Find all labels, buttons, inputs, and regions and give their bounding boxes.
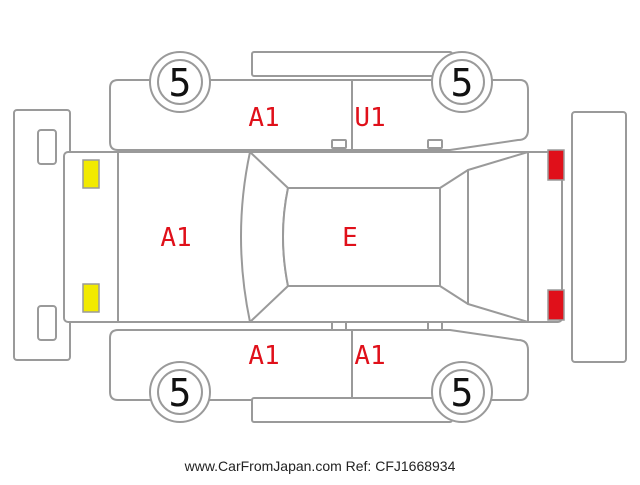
roof-panel (282, 187, 441, 287)
body-top-view (63, 151, 563, 323)
tire-grade-front-right: 5 (169, 371, 192, 415)
code-rear-door-bottom: A1 (354, 341, 385, 371)
tire-front-left (149, 51, 211, 113)
tailgate-panel (467, 151, 529, 323)
headlamp-right (82, 283, 100, 313)
headlamp-left (82, 159, 100, 189)
code-rear-door-top: U1 (354, 103, 385, 133)
bottom-sill (251, 397, 453, 423)
tire-rear-right (431, 361, 493, 423)
front-bumper (13, 109, 71, 361)
taillamp-left (547, 149, 565, 181)
tire-rear-left (431, 51, 493, 113)
top-sill (251, 51, 453, 77)
code-hood: A1 (160, 223, 191, 253)
tire-grade-front-left: 5 (169, 61, 192, 105)
taillamp-right (547, 289, 565, 321)
rear-bumper (571, 111, 627, 363)
code-front-door-top: A1 (248, 103, 279, 133)
code-roof: E (342, 223, 358, 253)
code-front-door-bottom: A1 (248, 341, 279, 371)
tire-grade-rear-right: 5 (451, 371, 474, 415)
tire-grade-rear-left: 5 (451, 61, 474, 105)
top-side-panel (109, 79, 529, 151)
rear-glass (439, 169, 469, 305)
tire-front-right (149, 361, 211, 423)
reference-footer: www.CarFromJapan.com Ref: CFJ1668934 (184, 458, 456, 474)
